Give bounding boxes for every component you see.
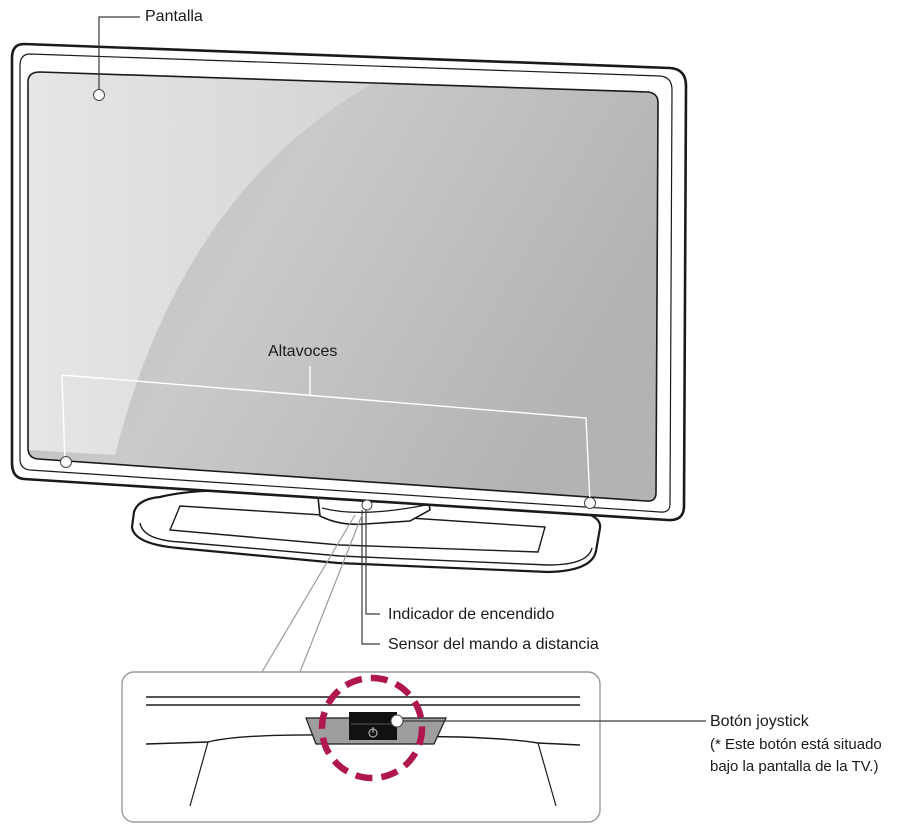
tv-screen <box>28 72 658 502</box>
speakers-label: Altavoces <box>268 343 338 360</box>
joystick-note-line1: (* Este botón está situado <box>710 736 882 753</box>
screen-callout <box>93 16 140 101</box>
joystick-note-line2: bajo la pantalla de la TV.) <box>710 758 879 775</box>
remote-sensor-label: Sensor del mando a distancia <box>388 636 599 653</box>
joystick-callout <box>390 714 706 728</box>
zoom-detail-box <box>121 671 601 823</box>
joystick-highlight <box>318 674 426 782</box>
speakers-callout <box>60 366 596 509</box>
indicator-callout <box>361 499 380 645</box>
screen-label: Pantalla <box>145 8 203 25</box>
joystick-button-label: Botón joystick <box>710 713 809 730</box>
zoom-lines <box>261 514 363 673</box>
power-indicator-label: Indicador de encendido <box>388 606 555 623</box>
